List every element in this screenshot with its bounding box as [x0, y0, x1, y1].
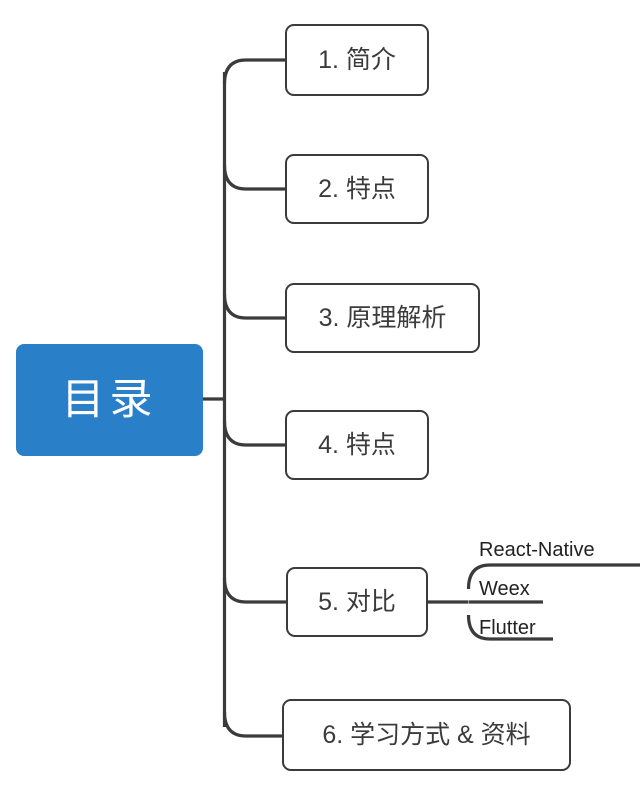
- edge-branch-1: [222, 58, 285, 85]
- node-branch-4-label: 4. 特点: [318, 430, 396, 459]
- node-branch-6[interactable]: 6. 学习方式 & 资料: [282, 699, 571, 771]
- edge-branch-5: [222, 577, 286, 604]
- node-branch-3[interactable]: 3. 原理解析: [285, 283, 480, 353]
- edge-sub-flutter: [466, 614, 553, 641]
- node-branch-2-label: 2. 特点: [318, 174, 396, 203]
- node-branch-3-label: 3. 原理解析: [318, 303, 447, 332]
- leaf-weex[interactable]: Weex: [479, 578, 530, 600]
- node-branch-2[interactable]: 2. 特点: [285, 154, 429, 224]
- node-branch-5-label: 5. 对比: [318, 587, 396, 616]
- root-node-label: 目录: [61, 375, 158, 424]
- node-branch-5[interactable]: 5. 对比: [286, 567, 428, 637]
- leaf-react-native[interactable]: React-Native: [479, 539, 595, 561]
- edge-sub-react-native: [466, 563, 640, 590]
- root-node[interactable]: 目录: [16, 344, 203, 456]
- node-branch-1[interactable]: 1. 简介: [285, 24, 429, 96]
- edge-branch-4: [222, 420, 285, 447]
- node-branch-6-label: 6. 学习方式 & 资料: [322, 720, 531, 749]
- node-branch-4[interactable]: 4. 特点: [285, 410, 429, 480]
- leaf-flutter[interactable]: Flutter: [479, 617, 536, 639]
- edge-branch-2: [222, 164, 285, 191]
- node-branch-1-label: 1. 简介: [318, 45, 396, 74]
- edge-branch-3: [222, 293, 285, 320]
- edge-branch-6: [222, 711, 283, 738]
